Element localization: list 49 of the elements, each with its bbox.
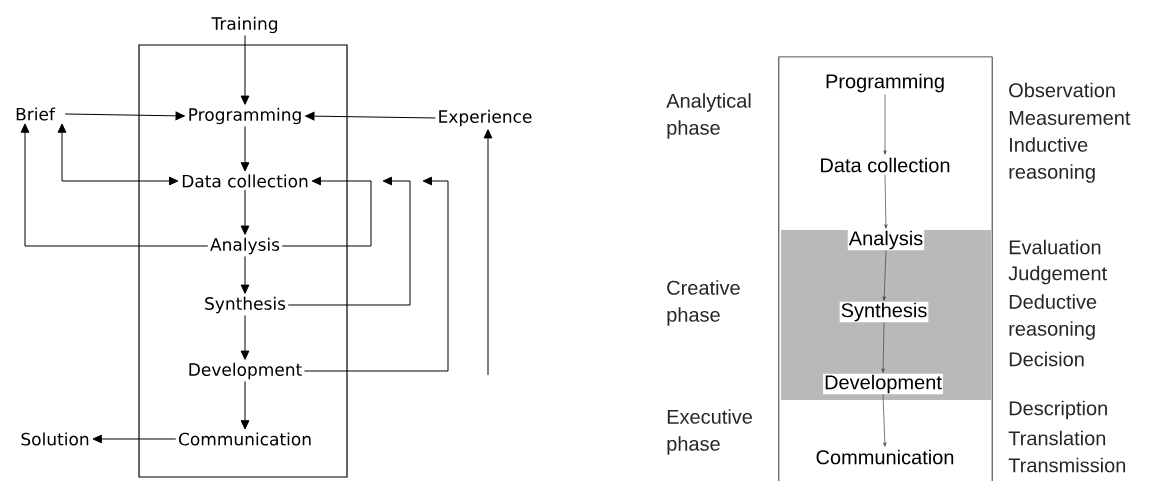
activity-label: Transmission xyxy=(1008,457,1126,473)
frame-box xyxy=(138,44,348,478)
activity-label: Evaluation xyxy=(1009,239,1101,255)
arrow xyxy=(240,380,250,430)
phase-label: Executive phase xyxy=(667,409,752,455)
arrow xyxy=(240,34,250,105)
step-label: Brief xyxy=(16,107,56,121)
step-label: Programming xyxy=(189,107,301,125)
arrow xyxy=(883,94,887,155)
step-label: Communication xyxy=(816,449,954,465)
step-label: Data collection xyxy=(821,157,950,173)
step-label: Solution xyxy=(21,432,89,446)
arrow xyxy=(881,322,885,373)
step-label: Development xyxy=(189,362,302,380)
arrow xyxy=(92,434,177,444)
arrow xyxy=(57,123,179,186)
arrow xyxy=(882,250,887,301)
arrow xyxy=(64,111,185,121)
arrow xyxy=(884,174,888,229)
arrow xyxy=(287,176,411,306)
arrow xyxy=(20,123,209,247)
arrow xyxy=(305,111,436,121)
arrow xyxy=(303,176,449,372)
activity-label: Description xyxy=(1009,400,1107,420)
activity-label: Decision xyxy=(1009,351,1084,367)
activity-label: Judgement xyxy=(1008,265,1107,285)
activity-label: Deductive reasoning xyxy=(1009,294,1097,340)
step-label: Synthesis xyxy=(205,296,286,314)
arrow xyxy=(281,176,372,247)
activity-label: Translation xyxy=(1008,430,1106,446)
arrow xyxy=(240,189,250,235)
arrow xyxy=(240,314,250,360)
step-label: Experience xyxy=(439,109,532,127)
step-label: Programming xyxy=(826,73,944,93)
step-label: Analysis xyxy=(847,229,925,251)
step-label: Training xyxy=(211,16,278,34)
arrow xyxy=(483,129,493,376)
activity-label: Inductive reasoning xyxy=(1009,137,1095,183)
step-label: Communication xyxy=(178,432,311,446)
arrow xyxy=(240,125,250,172)
activity-label: Observation xyxy=(1009,82,1115,98)
activity-label: Measurement xyxy=(1009,111,1131,125)
phase-label: Analytical phase xyxy=(666,93,751,139)
step-label: Analysis xyxy=(210,237,280,255)
step-label: Development xyxy=(823,373,943,395)
step-label: Data collection xyxy=(182,174,308,188)
arrow xyxy=(882,394,887,447)
phase-label: Creative phase xyxy=(667,280,740,326)
arrow xyxy=(240,255,250,294)
